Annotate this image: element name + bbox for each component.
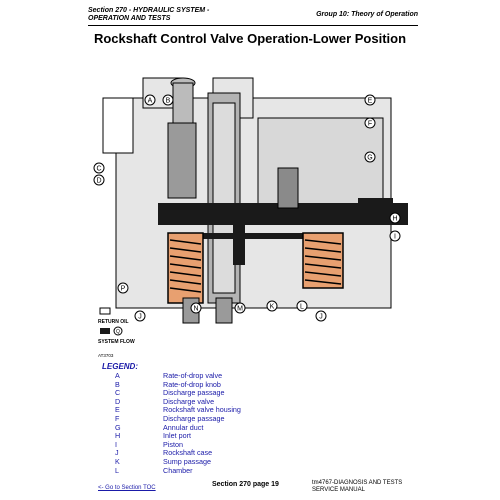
legend-row: A Rate-of-drop valve [115, 371, 241, 381]
legend-key: F [115, 413, 120, 423]
manual-line-1: tm4767-DIAGNOSIS AND TESTS [312, 480, 403, 486]
figure-id: AT3703 [98, 353, 114, 358]
legend-label: Rate-of-drop knob [163, 379, 221, 389]
legend-row: K Sump passage [115, 456, 241, 467]
callout-a: A [148, 98, 153, 105]
legend-label: Chamber [163, 465, 193, 475]
legend-label: Discharge passage [163, 388, 225, 398]
callout-n: N [193, 306, 198, 313]
legend-row: J Rockshaft case [115, 449, 241, 458]
legend-label: Inlet port [163, 431, 191, 441]
return-oil-swatch [99, 307, 111, 315]
legend-list: A Rate-of-drop valve B Rate-of-drop knob C… [115, 371, 241, 476]
legend-label: Rockshaft valve housing [163, 405, 241, 415]
legend-key: A [115, 371, 120, 380]
callout-f: F [368, 121, 372, 128]
callout-j-left: J [138, 314, 142, 321]
legend-key: J [115, 448, 119, 458]
legend-label: Annular duct [163, 422, 204, 432]
callout-p: P [121, 286, 126, 293]
header-section-title: Section 270 - HYDRAULIC SYSTEM - OPERATI… [88, 7, 210, 22]
rate-of-drop-knob [170, 77, 196, 124]
return-oil-label: RETURN OIL [98, 319, 129, 325]
legend-label: Discharge valve [163, 396, 215, 406]
section-toc-link[interactable]: <- Go to Section TOC [98, 485, 156, 491]
page-title: Rockshaft Control Valve Operation-Lower … [93, 31, 407, 46]
legend-key: G [115, 422, 121, 432]
callout-b: B [166, 98, 171, 105]
legend-key: B [115, 379, 120, 389]
manual-info: tm4767-DIAGNOSIS AND TESTS SERVICE MANUA… [312, 480, 402, 494]
legend-key: I [115, 439, 117, 449]
callout-j-right: J [319, 314, 323, 321]
legend-label: Piston [163, 439, 183, 449]
legend-row: I Piston [115, 439, 241, 450]
page-number: Section 270 page 19 [212, 481, 279, 488]
legend-key: L [115, 465, 119, 475]
callout-c: C [96, 166, 101, 173]
callout-e: E [368, 98, 373, 105]
header-divider [88, 25, 418, 26]
callout-i: I [394, 234, 396, 241]
legend-key: E [115, 405, 120, 415]
system-flow-channel [158, 203, 408, 225]
legend-key: K [115, 456, 120, 466]
legend-label: Sump passage [163, 456, 211, 466]
legend-row: B Rate-of-drop knob [115, 379, 241, 390]
piston-assembly [302, 232, 344, 289]
inlet-port [358, 198, 393, 213]
legend-key: H [115, 431, 121, 441]
legend-key: C [115, 388, 121, 398]
valve-housing [115, 77, 392, 309]
valve-diagram: A B C D E F G H I J J K L M N P RETURN O… [93, 77, 408, 358]
legend-row: D Discharge valve [115, 396, 241, 407]
legend-row: E Rockshaft valve housing [115, 406, 241, 415]
callout-d: D [96, 178, 101, 185]
callout-q: Q [116, 329, 120, 335]
chamber-spring [167, 232, 204, 304]
system-flow-label: SYSTEM FLOW [98, 339, 135, 345]
legend-row: C Discharge passage [115, 388, 241, 398]
rate-of-drop-valve [167, 122, 197, 199]
callout-g: G [367, 155, 372, 162]
legend-row: G Annular duct [115, 422, 241, 433]
legend-key: D [115, 396, 121, 406]
legend-row: L Chamber [115, 465, 241, 476]
legend-label: Discharge passage [163, 413, 225, 423]
legend-label: Rockshaft case [163, 448, 213, 458]
legend-row: F Discharge passage [115, 413, 241, 424]
callout-h: H [392, 216, 397, 223]
callout-k: K [270, 304, 275, 311]
header-group-title: Group 10: Theory of Operation [316, 11, 418, 18]
cover-plate [102, 97, 134, 154]
legend-row: H Inlet port [115, 431, 241, 441]
legend-title: LEGEND: [102, 362, 138, 371]
callout-m: M [237, 306, 243, 313]
callout-l: L [300, 304, 304, 311]
manual-line-2: SERVICE MANUAL [312, 487, 365, 493]
piston [277, 167, 299, 209]
legend-label: Rate-of-drop valve [163, 371, 223, 380]
system-flow-swatch [100, 328, 110, 334]
